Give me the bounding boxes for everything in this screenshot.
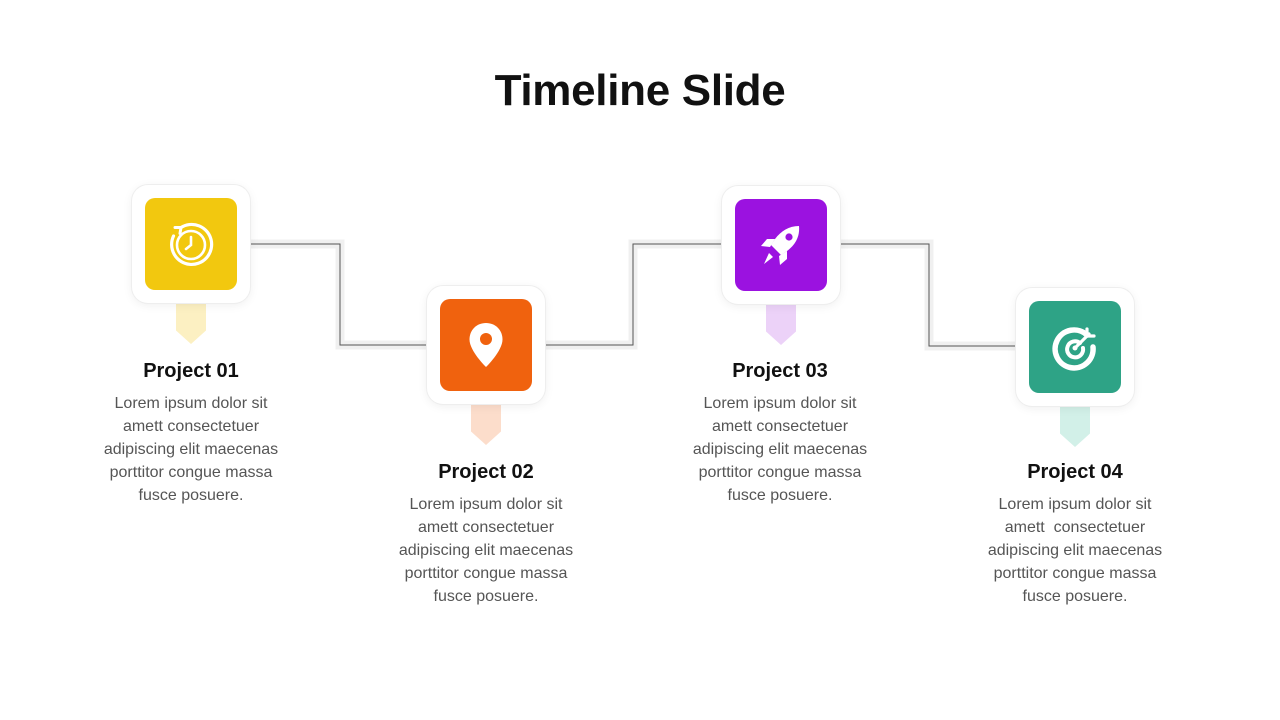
- project-02-card: [427, 286, 545, 404]
- project-01-card: [132, 185, 250, 303]
- project-04-tile: [1029, 301, 1121, 393]
- connector-arrow-1: [250, 243, 438, 348]
- project-02-description: Lorem ipsum dolor sit amett consectetuer…: [376, 493, 596, 608]
- target-icon: [1052, 327, 1096, 371]
- project-04-desc-line: Lorem ipsum dolor sit: [998, 496, 1152, 513]
- project-02-tile: [440, 299, 532, 391]
- project-01-desc-line: amett consectetuer: [122, 418, 260, 435]
- project-03-desc-line: Lorem ipsum dolor sit: [703, 395, 857, 412]
- connector-arrow-3: [840, 243, 1027, 349]
- project-02-desc-line: fusce posuere.: [433, 588, 539, 605]
- project-01-description: Lorem ipsum dolor sit amett consectetuer…: [81, 392, 301, 507]
- project-04-desc-line: amett consectetuer: [1004, 519, 1146, 536]
- project-03-desc-line: amett consectetuer: [711, 418, 849, 435]
- project-02-title: Project 02: [438, 461, 534, 483]
- project-04-title: Project 04: [1027, 461, 1123, 483]
- project-03-desc-line: porttitor congue massa: [698, 464, 862, 481]
- project-01-desc-line: porttitor congue massa: [109, 464, 273, 481]
- stopwatch-icon: [170, 222, 214, 267]
- project-04-desc-line: porttitor congue massa: [993, 565, 1157, 582]
- location-pin-icon: [469, 323, 503, 367]
- project-04-description: Lorem ipsum dolor sit amett consectetuer…: [965, 493, 1185, 608]
- project-01-tile: [145, 198, 237, 290]
- project-03-desc-line: fusce posuere.: [727, 487, 833, 504]
- project-02-desc-line: adipiscing elit maecenas: [398, 542, 574, 559]
- project-03-tile: [735, 199, 827, 291]
- project-02-desc-line: amett consectetuer: [417, 519, 555, 536]
- project-03-desc-line: adipiscing elit maecenas: [692, 441, 868, 458]
- project-04-desc-line: fusce posuere.: [1022, 588, 1128, 605]
- project-03-title: Project 03: [732, 360, 828, 382]
- slide-title: Timeline Slide: [494, 66, 786, 115]
- project-01-desc-line: fusce posuere.: [138, 487, 244, 504]
- project-04-card: [1016, 288, 1134, 406]
- rocket-icon: [761, 226, 800, 265]
- connector-arrow-2: [545, 241, 733, 346]
- project-03-card: [722, 186, 840, 304]
- project-01-title: Project 01: [143, 360, 239, 382]
- project-02-desc-line: porttitor congue massa: [404, 565, 568, 582]
- project-02-desc-line: Lorem ipsum dolor sit: [409, 496, 563, 513]
- project-01-desc-line: Lorem ipsum dolor sit: [114, 395, 268, 412]
- project-01-desc-line: adipiscing elit maecenas: [103, 441, 279, 458]
- project-03-description: Lorem ipsum dolor sit amett consectetuer…: [670, 392, 890, 507]
- project-04-desc-line: adipiscing elit maecenas: [987, 542, 1163, 559]
